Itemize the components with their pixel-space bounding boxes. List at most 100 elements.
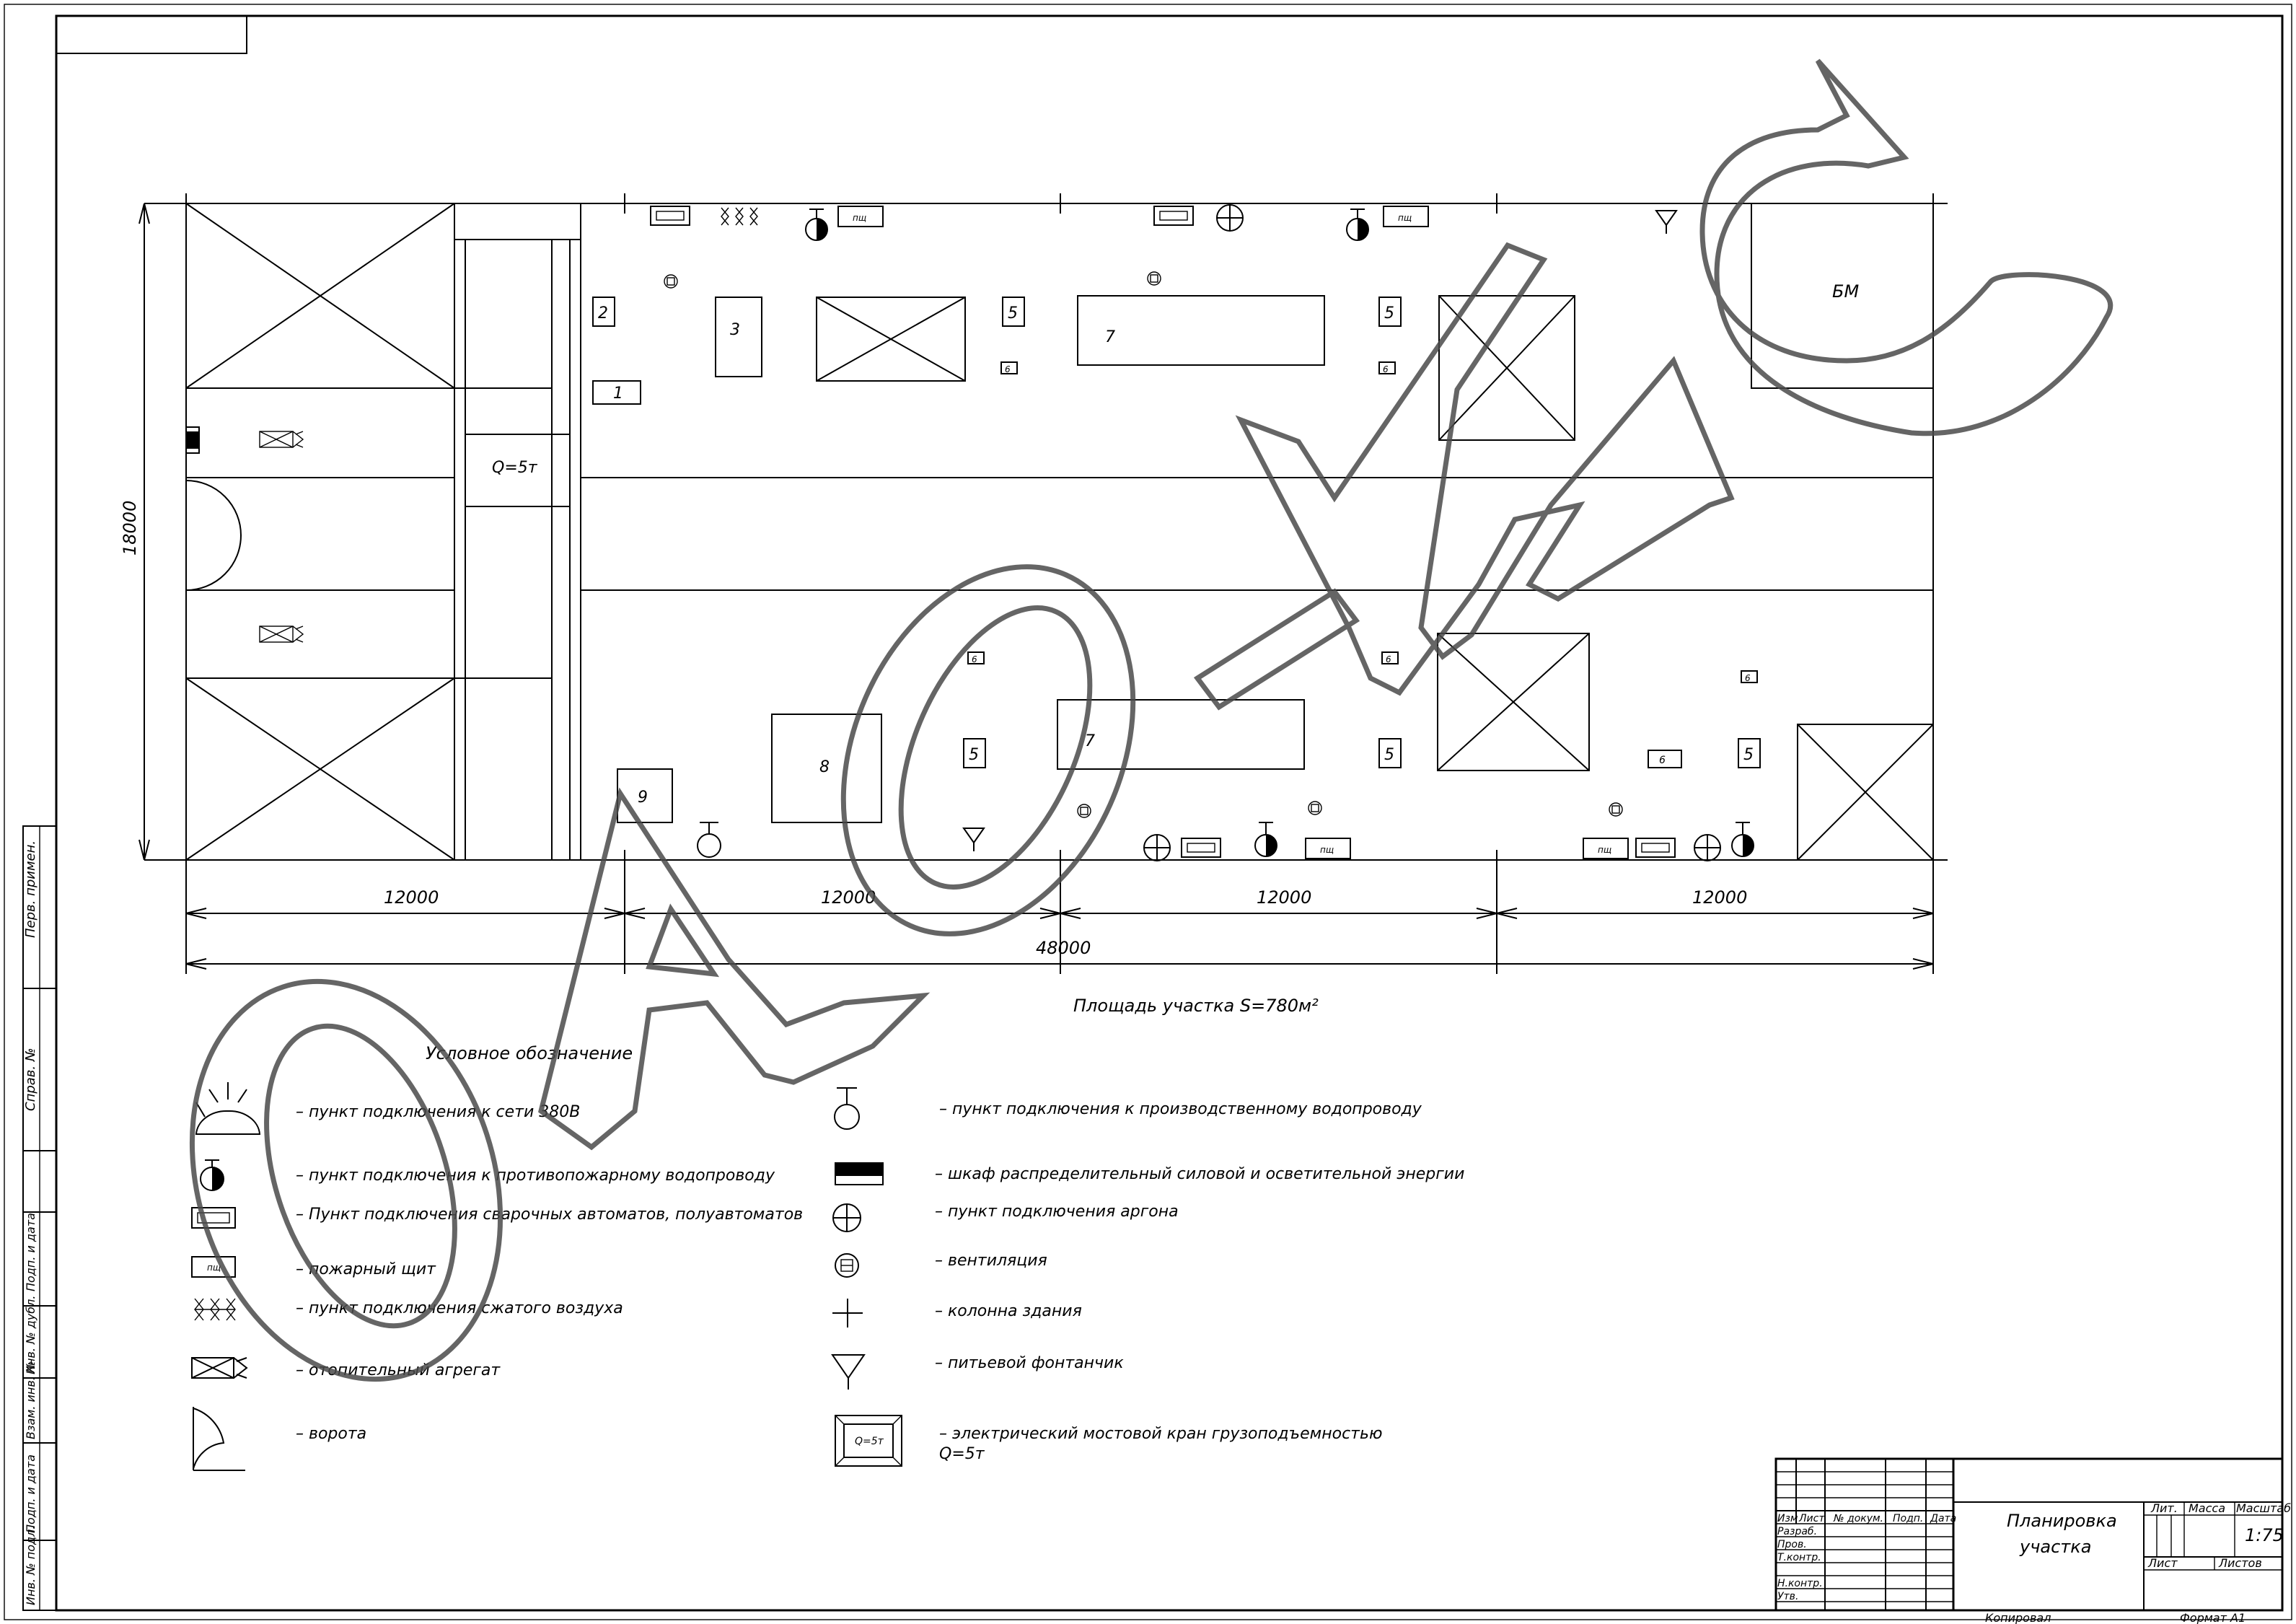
- equipment-9: [617, 768, 673, 823]
- gate-icon: [185, 478, 242, 591]
- equipment-6a-label: 6: [1005, 364, 1011, 374]
- legend-text-fire-water: – пункт подключения к противопожарному в…: [296, 1167, 775, 1185]
- equipment-6b: [1378, 361, 1396, 374]
- fire-panel-label: пщ: [1320, 845, 1334, 855]
- fire-panel-icon: пщ: [1383, 206, 1429, 227]
- fire-water-icon: [1254, 822, 1277, 857]
- storage-block-bottom: [185, 677, 455, 861]
- fire-panel-label: пщ: [1398, 213, 1412, 223]
- power-380v-icon: [195, 1082, 261, 1135]
- side-stamp-2: Справ. №: [23, 1048, 38, 1111]
- side-stamp-6: Подп. и дата: [24, 1454, 38, 1533]
- legend-text-gate: – ворота: [296, 1425, 366, 1443]
- drawing-title-2: участка: [2019, 1537, 2091, 1557]
- argon-point-icon: [832, 1203, 861, 1232]
- equipment-5a: [1002, 297, 1025, 327]
- total-dim: 48000: [1036, 938, 1091, 958]
- equipment-7b-label: 7: [1085, 732, 1095, 750]
- argon-point-icon: [1216, 204, 1244, 232]
- welding-point-icon: [191, 1207, 236, 1229]
- argon-point-icon: [1694, 834, 1721, 861]
- span-dim-1: 12000: [384, 887, 439, 908]
- top-left-stamp-box: [56, 15, 247, 54]
- ventilation-icon: [835, 1253, 859, 1278]
- equipment-5a-label: 5: [1008, 304, 1018, 322]
- ventilation-icon: [1147, 271, 1161, 286]
- legend-text-welding: – Пункт подключения сварочных автоматов,…: [296, 1206, 803, 1224]
- equipment-5b-label: 5: [1384, 304, 1394, 322]
- fire-panel-label: пщ: [207, 1263, 221, 1273]
- ventilation-icon: [664, 274, 678, 289]
- legend-text-cabinet: – шкаф распределительный силовой и освет…: [935, 1165, 1464, 1183]
- equipment-5e-label: 5: [1743, 746, 1754, 764]
- room-bm-label: БМ: [1832, 281, 1859, 302]
- equipment-6f: [1648, 750, 1682, 768]
- tb-sheets: Листов: [2218, 1556, 2262, 1570]
- tb-role-tcontrol: Т.контр.: [1777, 1552, 1821, 1563]
- water-supply-icon: [834, 1087, 860, 1130]
- ventilation-icon: [1077, 804, 1091, 818]
- compressed-air-icon: [721, 207, 758, 226]
- ventilation-icon: [1308, 801, 1322, 815]
- equipment-6a: [1000, 361, 1018, 374]
- side-stamp-1: Перв. примен.: [23, 840, 38, 938]
- legend-title: Условное обозначение: [426, 1043, 633, 1063]
- tb-role-ncontrol: Н.контр.: [1777, 1578, 1823, 1589]
- tb-role-approved: Утв.: [1777, 1591, 1798, 1602]
- tb-col-date: Дата: [1930, 1513, 1956, 1524]
- fire-panel-icon: пщ: [1305, 838, 1351, 859]
- dimensions: 18000 12000 12000 12000 12000 48000 Площ…: [120, 203, 1934, 1016]
- legend-text-power: – пункт подключения к сети 380В: [296, 1103, 580, 1121]
- equipment-7a: [1077, 295, 1325, 366]
- tb-copied: Копировал: [1985, 1611, 2051, 1624]
- equipment-6c: [967, 651, 985, 664]
- drinking-fountain-icon: [831, 1354, 866, 1390]
- fire-panel-label: пщ: [1598, 845, 1611, 855]
- fire-panel-icon: пщ: [191, 1256, 236, 1278]
- heater-unit-icon: [191, 1357, 248, 1379]
- tb-col-sign: Подп.: [1893, 1513, 1923, 1524]
- fire-water-icon: [200, 1159, 224, 1191]
- drawing-title-1: Планировка: [2007, 1511, 2117, 1531]
- equipment-1: [592, 380, 641, 405]
- equipment-5e: [1738, 738, 1761, 768]
- tb-scale: 1:75: [2245, 1525, 2284, 1545]
- equipment-5d-label: 5: [1384, 746, 1394, 764]
- fire-water-icon: [1731, 822, 1754, 857]
- equipment-5c: [963, 738, 986, 768]
- span-dim-3: 12000: [1257, 887, 1311, 908]
- fire-water-icon: [1346, 209, 1369, 241]
- equipment-6f-label: 6: [1659, 755, 1666, 766]
- equipment-crossed: [816, 295, 1934, 861]
- area-label: Площадь участка S=780м²: [1073, 996, 1319, 1016]
- legend-text-ventilation: – вентиляция: [935, 1252, 1047, 1270]
- legend-text-argon: – пункт подключения аргона: [935, 1203, 1179, 1221]
- equipment-7a-label: 7: [1105, 328, 1115, 346]
- welding-point-icon: [1153, 206, 1194, 226]
- equipment-5b: [1378, 297, 1402, 327]
- drinking-fountain-icon: [962, 828, 985, 851]
- crane-runway: Q=5т: [454, 203, 581, 860]
- side-stamp-5: Взам. инв. №: [24, 1361, 38, 1439]
- crane-legend-label: Q=5т: [855, 1436, 884, 1447]
- equipment-2-label: 2: [598, 304, 608, 322]
- equipment-6b-label: 6: [1383, 364, 1389, 374]
- fire-water-icon: [805, 209, 828, 241]
- height-dim: 18000: [120, 501, 140, 556]
- equipment-5c-label: 5: [969, 746, 979, 764]
- equipment-3-label: 3: [730, 321, 740, 339]
- side-stamp-4: Инв. № дубл.: [24, 1296, 38, 1374]
- legend-text-column: – колонна здания: [935, 1302, 1082, 1320]
- outer-sheet-border: [4, 4, 2292, 1620]
- tb-role-checker: Пров.: [1777, 1539, 1807, 1550]
- tb-col-doc: № докум.: [1833, 1513, 1883, 1524]
- crane-label: Q=5т: [492, 459, 538, 477]
- equipment-6e-label: 6: [1745, 673, 1751, 683]
- equipment-5d: [1378, 738, 1402, 768]
- distribution-cabinet-icon: [835, 1162, 884, 1185]
- gate-icon: [193, 1407, 245, 1471]
- drinking-fountain-icon: [1655, 210, 1678, 234]
- legend-text-water-supply: – пункт подключения к производственному …: [939, 1100, 1422, 1118]
- welding-point-icon: [650, 206, 690, 226]
